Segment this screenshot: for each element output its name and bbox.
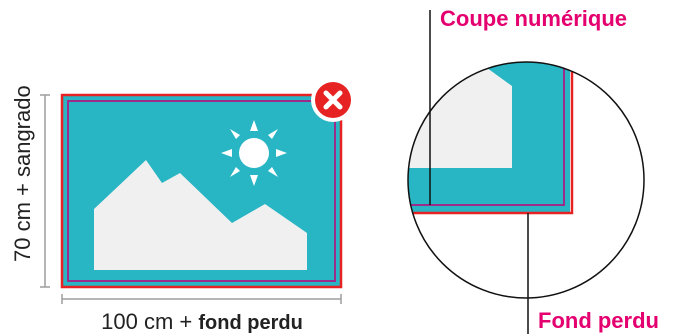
width-bleed-term: fond perdu	[198, 312, 303, 334]
magnifier-outline	[407, 61, 645, 299]
sun-icon	[221, 120, 287, 186]
bleed-boundary-line	[60, 93, 343, 289]
poster-artwork	[60, 93, 343, 289]
width-dimension-label: 100 cm + fond perdu	[62, 309, 342, 335]
height-dimension-bracket	[40, 94, 50, 288]
height-dimension-label: 70 cm + sangrado	[10, 85, 35, 262]
magnified-corner-view	[408, 62, 574, 215]
width-plus: +	[173, 309, 199, 334]
magnified-bleed-line	[408, 62, 574, 215]
bleed-callout-label: Fond perdu	[538, 308, 659, 333]
magnified-cut-line	[408, 62, 565, 206]
mountain-image-icon	[94, 160, 307, 270]
width-dimension-bracket	[61, 294, 342, 304]
close-icon	[311, 78, 355, 122]
magnified-image-fragment	[408, 62, 512, 168]
width-value: 100 cm	[101, 309, 174, 334]
cut-line-callout-label: Coupe numérique	[440, 6, 628, 31]
cut-boundary-line	[67, 100, 336, 282]
